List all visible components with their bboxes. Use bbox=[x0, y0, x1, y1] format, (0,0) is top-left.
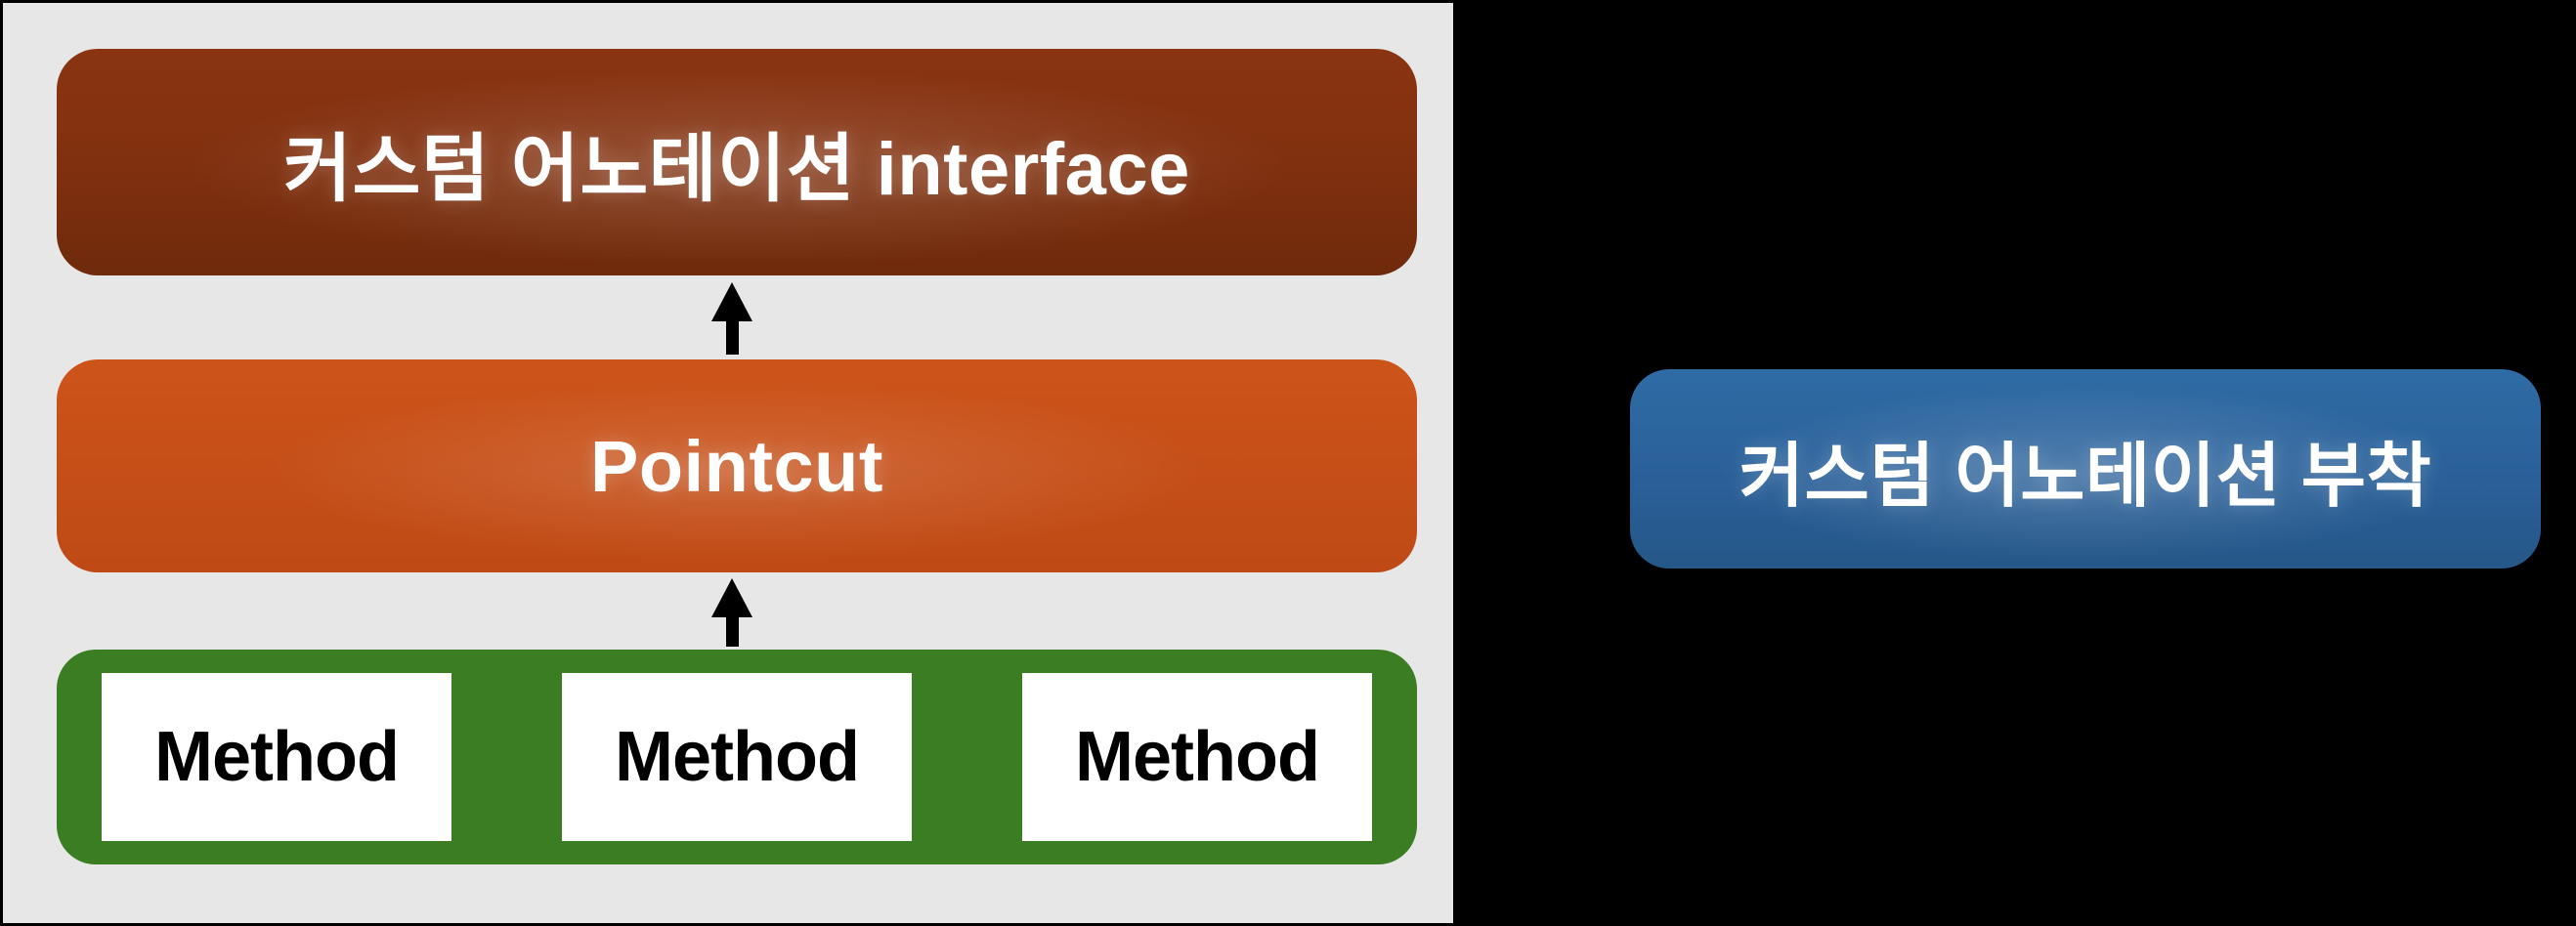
node-annotation-interface-label: 커스텀 어노테이션 interface bbox=[283, 128, 1190, 211]
arrow-pointcut-to-annotation-icon bbox=[693, 282, 771, 355]
node-annotation-interface[interactable]: 커스텀 어노테이션 interface bbox=[57, 49, 1417, 275]
node-pointcut-label: Pointcut bbox=[590, 425, 883, 507]
node-annotation-attach-label: 커스텀 어노테이션 부착 bbox=[1739, 437, 2432, 516]
method-card[interactable]: Method bbox=[562, 673, 912, 841]
node-annotation-attach[interactable]: 커스텀 어노테이션 부착 bbox=[1630, 369, 2541, 568]
method-card-label: Method bbox=[1075, 718, 1320, 796]
diagram-left-panel: 커스텀 어노테이션 interface Pointcut Method Meth… bbox=[3, 3, 1453, 923]
arrow-methods-to-pointcut-icon bbox=[693, 578, 771, 647]
arrow-shaft bbox=[726, 315, 739, 355]
method-card[interactable]: Method bbox=[1022, 673, 1372, 841]
method-card-label: Method bbox=[154, 718, 400, 796]
node-methods-group[interactable]: Method Method Method bbox=[57, 650, 1417, 864]
method-card[interactable]: Method bbox=[102, 673, 451, 841]
node-pointcut[interactable]: Pointcut bbox=[57, 359, 1417, 572]
method-card-label: Method bbox=[615, 718, 860, 796]
arrow-shaft bbox=[726, 610, 739, 647]
